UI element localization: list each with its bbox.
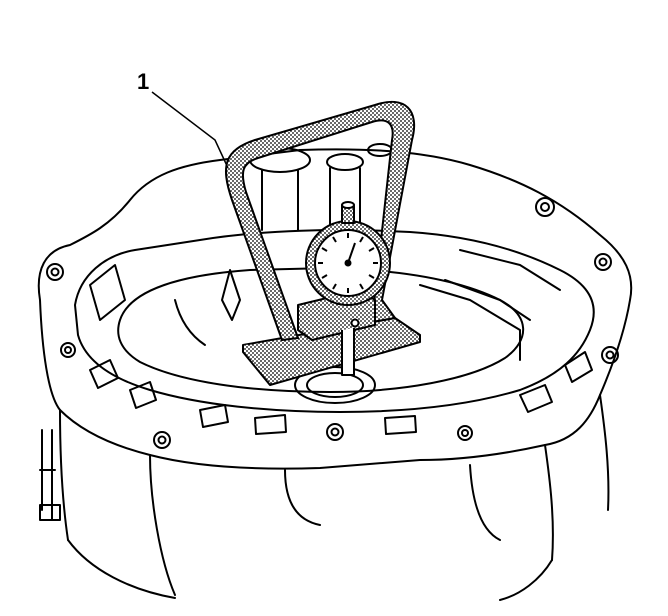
housing-inner-rim	[74, 229, 595, 413]
flange-rib	[129, 381, 157, 409]
shaft-body	[261, 167, 361, 241]
callout-leader-line	[151, 91, 229, 169]
shaft-top	[326, 153, 364, 171]
indicator-plunger	[341, 328, 355, 376]
bolt-boss	[153, 431, 171, 449]
dial-needle	[347, 242, 356, 264]
bolt-boss	[326, 423, 344, 441]
housing-lower-detail	[284, 464, 501, 541]
dial-indicator-fixture-icon	[225, 100, 421, 386]
bolt-boss	[50, 267, 60, 277]
housing-tab	[39, 504, 61, 521]
internal-rib	[419, 279, 531, 361]
bolt-boss	[540, 202, 550, 212]
flange-rib	[199, 404, 229, 428]
bearing-bore-inner	[306, 372, 364, 398]
housing-lower-edge	[67, 539, 553, 601]
flange-rib	[564, 351, 593, 383]
bolt-boss	[157, 435, 167, 445]
bolt-boss	[535, 197, 555, 217]
bolt-boss	[330, 427, 340, 437]
flange-rib	[384, 415, 417, 435]
housing-lower-body	[59, 394, 610, 596]
flange-rib	[254, 414, 287, 435]
bolt-boss	[461, 429, 469, 437]
flange-rib	[89, 359, 119, 389]
dial-hub	[344, 259, 352, 267]
transmission-housing-icon	[37, 143, 633, 601]
internal-rib	[174, 299, 206, 346]
internal-rib	[221, 269, 241, 321]
bolt-boss	[598, 257, 608, 267]
adjust-screw	[350, 318, 360, 328]
indicator-stem-cap	[341, 201, 355, 209]
flange-rib	[89, 264, 126, 321]
bolt-boss	[594, 253, 612, 271]
fixture-frame	[225, 100, 416, 341]
bolt-boss	[457, 425, 473, 441]
bolt-boss	[601, 346, 619, 364]
bolt-boss	[60, 342, 76, 358]
internal-rib	[459, 249, 561, 291]
dial-ticks	[318, 233, 378, 293]
housing-lower-detail	[39, 429, 56, 521]
flange-rib	[519, 384, 553, 413]
bolt-boss	[605, 350, 615, 360]
callout-label-1: 1	[137, 69, 150, 94]
housing-bell	[117, 267, 525, 393]
fixture-base-plate-edge	[242, 335, 421, 386]
bolt-boss	[64, 346, 72, 354]
bolt-boss	[46, 263, 64, 281]
